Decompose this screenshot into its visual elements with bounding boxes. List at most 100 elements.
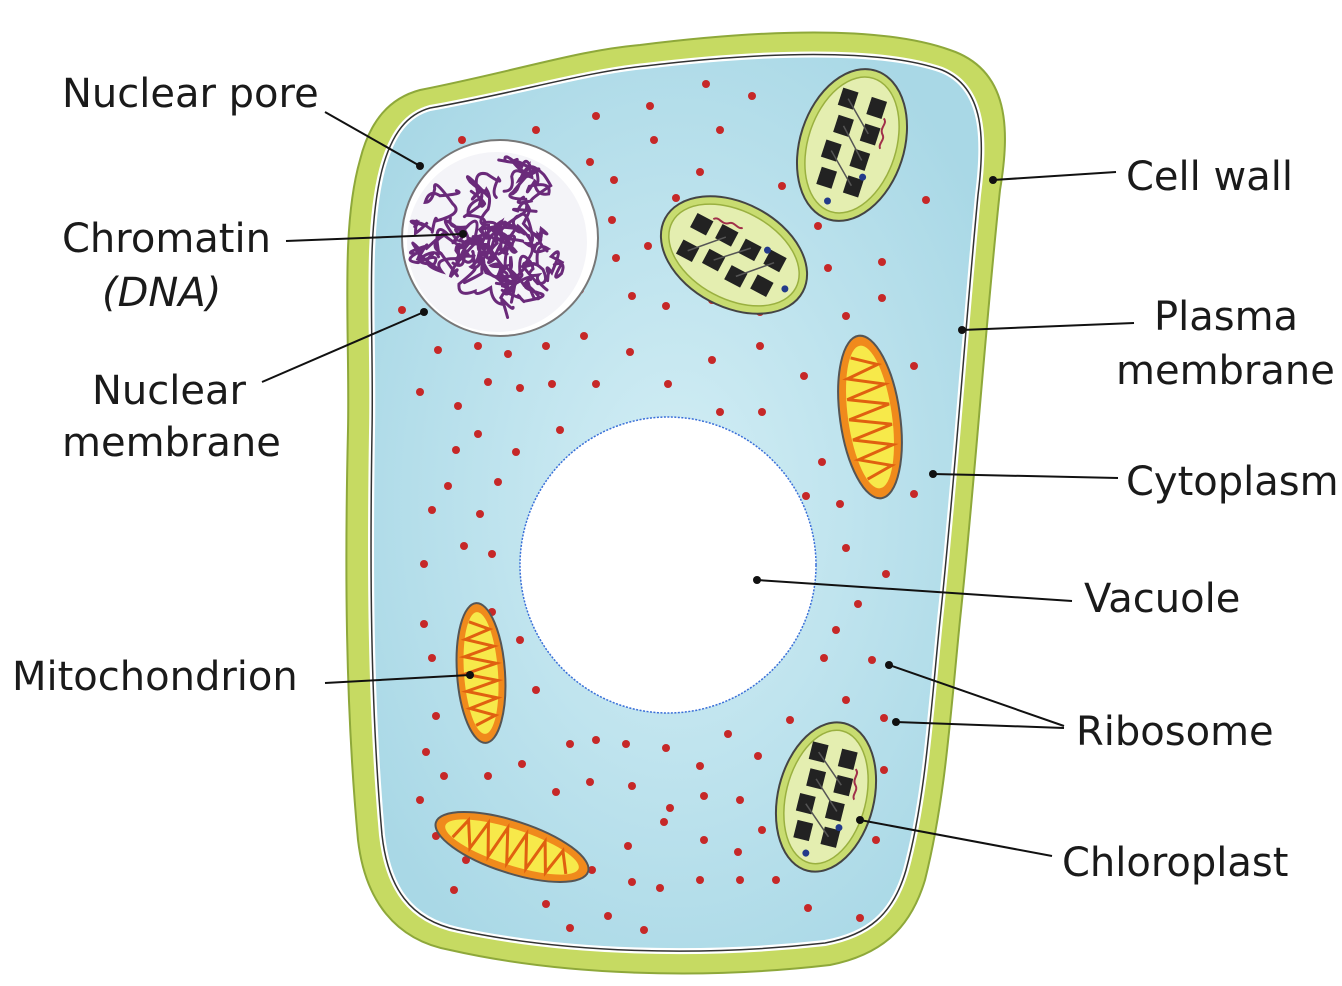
ribosome xyxy=(580,332,588,340)
ribosome xyxy=(814,222,822,230)
nucleus xyxy=(402,140,598,336)
ribosome xyxy=(878,294,886,302)
ribosome xyxy=(518,760,526,768)
ribosome xyxy=(548,380,556,388)
ribosome xyxy=(608,216,616,224)
ribosome xyxy=(868,656,876,664)
ribosome xyxy=(428,506,436,514)
ribosome xyxy=(696,876,704,884)
ribosome xyxy=(778,182,786,190)
ribosome xyxy=(708,356,716,364)
ribosome xyxy=(516,636,524,644)
ribosome xyxy=(542,900,550,908)
ribosome xyxy=(748,92,756,100)
ribosome xyxy=(440,772,448,780)
label-ribosome: Ribosome xyxy=(1076,709,1274,755)
vacuole xyxy=(520,417,816,713)
label-nuclear-pore: Nuclear pore xyxy=(62,71,319,117)
label-cell-wall: Cell wall xyxy=(1126,154,1293,200)
ribosome xyxy=(910,490,918,498)
ribosome xyxy=(512,448,520,456)
ribosome xyxy=(494,478,502,486)
ribosome xyxy=(818,458,826,466)
ribosome xyxy=(422,748,430,756)
ribosome xyxy=(824,264,832,272)
ribosome xyxy=(398,306,406,314)
ribosome xyxy=(484,378,492,386)
ribosome xyxy=(474,342,482,350)
ribosome xyxy=(628,292,636,300)
ribosome xyxy=(454,402,462,410)
ribosome xyxy=(458,136,466,144)
label-plasma-membrane-line1: Plasma xyxy=(1154,294,1298,340)
ribosome xyxy=(488,550,496,558)
ribosome xyxy=(624,842,632,850)
ribosome xyxy=(772,876,780,884)
ribosome xyxy=(672,194,680,202)
ribosome xyxy=(696,168,704,176)
ribosome xyxy=(758,826,766,834)
ribosome xyxy=(758,408,766,416)
ribosome xyxy=(432,712,440,720)
ribosome xyxy=(450,886,458,894)
ribosome xyxy=(628,782,636,790)
ribosome xyxy=(800,372,808,380)
ribosome xyxy=(836,500,844,508)
ribosome xyxy=(622,740,630,748)
ribosome xyxy=(872,836,880,844)
ribosome xyxy=(592,380,600,388)
ribosome xyxy=(656,884,664,892)
ribosome xyxy=(476,510,484,518)
ribosome xyxy=(644,242,652,250)
ribosome xyxy=(664,380,672,388)
ribosome xyxy=(592,112,600,120)
ribosome xyxy=(716,126,724,134)
ribosome xyxy=(702,80,710,88)
ribosome xyxy=(882,570,890,578)
ribosome xyxy=(592,736,600,744)
ribosome xyxy=(434,346,442,354)
label-chromatin-dna: (DNA) xyxy=(102,270,221,316)
ribosome xyxy=(484,772,492,780)
ribosome xyxy=(804,904,812,912)
label-chloroplast: Chloroplast xyxy=(1062,840,1288,886)
label-vacuole: Vacuole xyxy=(1084,576,1240,622)
ribosome xyxy=(880,714,888,722)
ribosome xyxy=(662,744,670,752)
ribosome xyxy=(820,654,828,662)
ribosome xyxy=(734,848,742,856)
ribosome xyxy=(586,778,594,786)
ribosome xyxy=(724,730,732,738)
ribosome xyxy=(910,362,918,370)
ribosome xyxy=(586,158,594,166)
ribosome xyxy=(842,696,850,704)
ribosome xyxy=(566,740,574,748)
ribosome xyxy=(666,804,674,812)
ribosome xyxy=(416,796,424,804)
ribosome xyxy=(832,626,840,634)
ribosome xyxy=(700,836,708,844)
ribosome xyxy=(856,914,864,922)
label-chromatin: Chromatin xyxy=(62,216,271,262)
ribosome xyxy=(696,762,704,770)
ribosome xyxy=(878,258,886,266)
ribosome xyxy=(756,342,764,350)
ribosome xyxy=(736,876,744,884)
ribosome xyxy=(532,126,540,134)
ribosome xyxy=(556,426,564,434)
ribosome xyxy=(736,796,744,804)
ribosome xyxy=(610,176,618,184)
ribosome xyxy=(416,388,424,396)
leader-cell-wall xyxy=(993,172,1116,180)
ribosome xyxy=(452,446,460,454)
ribosome xyxy=(542,342,550,350)
ribosome xyxy=(854,600,862,608)
ribosome xyxy=(716,408,724,416)
ribosome xyxy=(700,792,708,800)
ribosome xyxy=(842,544,850,552)
ribosome xyxy=(802,492,810,500)
ribosome xyxy=(420,560,428,568)
label-nuclear-membrane-line1: Nuclear xyxy=(92,368,247,414)
ribosome xyxy=(516,384,524,392)
